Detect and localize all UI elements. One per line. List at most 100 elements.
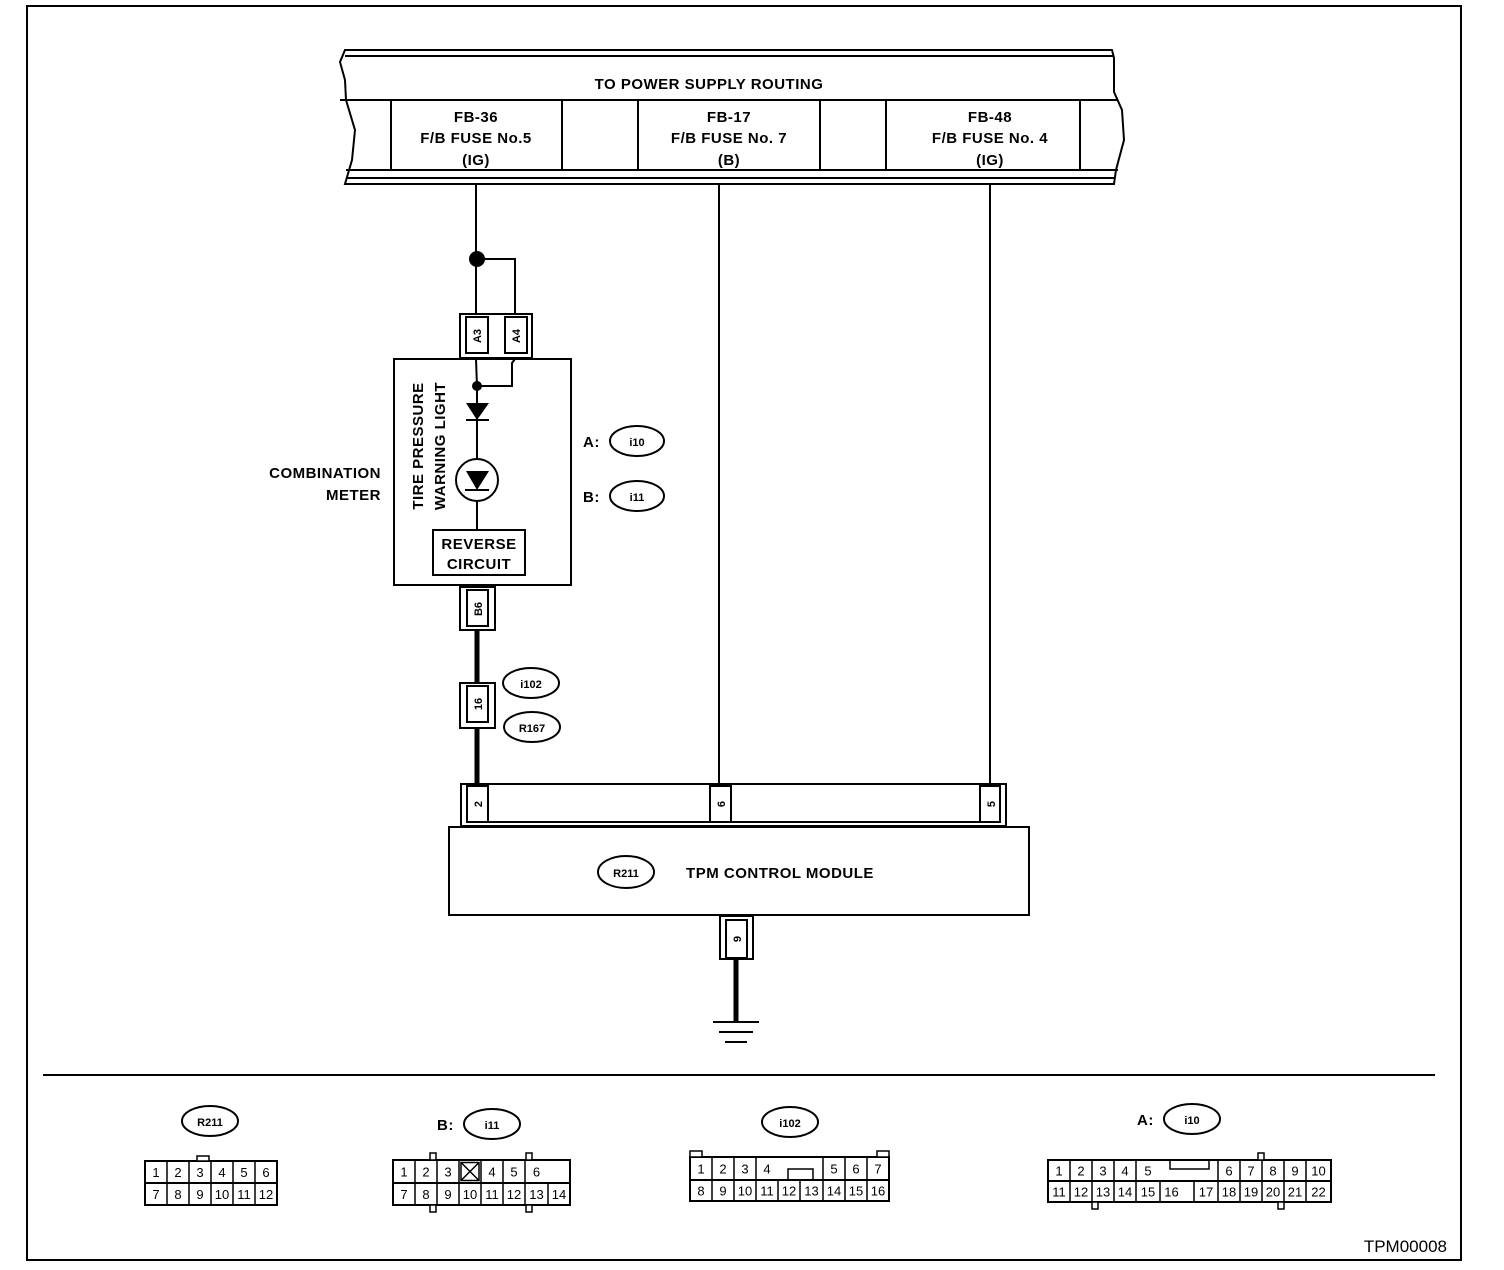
pin-5: 5: [986, 801, 998, 807]
connector-pin-number: 6: [262, 1165, 269, 1180]
connector-pin-number: 14: [827, 1184, 841, 1199]
connector-pin-number: 12: [782, 1184, 796, 1199]
key-tab: [1169, 1160, 1210, 1170]
pin-16: 16: [473, 698, 485, 710]
connector-pin-number: 13: [1096, 1185, 1110, 1200]
wire-ig-fuse5: [469, 184, 516, 317]
combination-meter-label-1: COMBINATION: [269, 465, 381, 482]
pin-9: 9: [732, 936, 744, 942]
connector-pin-number: 11: [760, 1184, 774, 1199]
connector-pin-number: 8: [174, 1187, 181, 1202]
pin-a4: A4: [511, 328, 523, 343]
connector-pin-number: 5: [830, 1162, 837, 1177]
connector-pin-number: 10: [215, 1187, 229, 1202]
combination-meter: REVERSE CIRCUIT TIRE PRESSURE WARNING LI…: [269, 358, 665, 586]
connector-pin-number: 4: [218, 1165, 225, 1180]
connector-pin-number: 9: [1291, 1164, 1298, 1179]
connector-b6: B6: [459, 586, 496, 631]
connector-pin-number: 20: [1266, 1185, 1280, 1200]
connector-pin-number: 10: [738, 1184, 752, 1199]
pin-2: 2: [473, 801, 485, 807]
connector-pin-number: 11: [1052, 1185, 1066, 1200]
fuse-2-id: FB-17: [707, 109, 751, 126]
connector-r211-label: R211: [613, 868, 639, 880]
ground-connector: 9: [719, 915, 754, 960]
warning-light-label-2: WARNING LIGHT: [432, 382, 449, 510]
connector-pin-number: 17: [1199, 1185, 1213, 1200]
connector-i10-label: i10: [629, 437, 644, 449]
connector-pin-number: 5: [510, 1165, 517, 1180]
power-supply-block: TO POWER SUPPLY ROUTING FB-36 F/B FUSE N…: [338, 49, 1126, 185]
fuse-1-name: F/B FUSE No.5: [420, 130, 532, 147]
connector-pin-number: 3: [1099, 1164, 1106, 1179]
figure-code: TPM00008: [1364, 1237, 1447, 1256]
connector-pin-number: 3: [444, 1165, 451, 1180]
connector-r211-badge: [597, 855, 655, 889]
tpm-module-name: TPM CONTROL MODULE: [686, 865, 874, 882]
connector-view-i10-badge: [1163, 1103, 1221, 1135]
power-supply-title: TO POWER SUPPLY ROUTING: [595, 76, 824, 93]
connector-pin-number: 21: [1288, 1185, 1302, 1200]
fuse-1-mode: (IG): [462, 152, 490, 169]
connector-pin-number: 9: [444, 1187, 451, 1202]
connector-pin-number: 12: [1074, 1185, 1088, 1200]
connector-i102-label: i102: [520, 679, 541, 691]
key-tab: [787, 1168, 814, 1180]
connector-pin-number: 15: [1141, 1185, 1155, 1200]
connector-pin-number: 12: [259, 1187, 273, 1202]
connector-a3-a4: A3 A4: [459, 313, 533, 359]
reverse-circuit-line1: REVERSE: [441, 536, 516, 553]
connector-pin-number: 8: [1269, 1164, 1276, 1179]
connector-pin-number: 13: [804, 1184, 818, 1199]
connector-pin-number: 1: [400, 1165, 407, 1180]
connector-pin-number: 1: [1055, 1164, 1062, 1179]
tpm-control-module: R211 TPM CONTROL MODULE: [448, 826, 1030, 916]
connector-pin-number: 8: [697, 1184, 704, 1199]
connector-pin-number: 4: [1121, 1164, 1128, 1179]
joint-connector: 16 i102 R167: [459, 667, 561, 743]
connector-pin-number: 11: [237, 1187, 251, 1202]
connector-pin-number: 6: [1225, 1164, 1232, 1179]
connector-b-prefix: B:: [583, 489, 600, 506]
connector-pin-number: 18: [1222, 1185, 1236, 1200]
connector-pin-number: 13: [529, 1187, 543, 1202]
connector-view-i11-badge: [463, 1108, 521, 1140]
connector-pin-number: 19: [1244, 1185, 1258, 1200]
connector-pin-number: 10: [463, 1187, 477, 1202]
connector-i11-label: i11: [630, 492, 645, 504]
connector-view-i11-prefix: B:: [437, 1117, 454, 1134]
connector-pin-number: 3: [741, 1162, 748, 1177]
connector-pin-number: 1: [697, 1162, 704, 1177]
connector-i10-badge: [609, 425, 665, 457]
connector-pin-number: 11: [485, 1187, 499, 1202]
connector-pin-number: 7: [152, 1187, 159, 1202]
connector-pin-number: 8: [422, 1187, 429, 1202]
connector-view-i10-label: i10: [1184, 1115, 1199, 1127]
fuse-2-mode: (B): [718, 152, 740, 169]
connector-pin-number: 7: [1247, 1164, 1254, 1179]
connector-pin-number: 16: [871, 1184, 885, 1199]
tpm-connector-strip: 2 6 5: [460, 783, 1007, 827]
connector-view-i102-label: i102: [779, 1118, 800, 1130]
connector-a-prefix: A:: [583, 434, 600, 451]
connector-view-r211-badge: [181, 1105, 239, 1137]
fuse-1-id: FB-36: [454, 109, 498, 126]
fuse-2-name: F/B FUSE No. 7: [671, 130, 787, 147]
connector-view-i11-label: i11: [485, 1120, 500, 1132]
connector-pin-number: 14: [552, 1187, 566, 1202]
connector-pin-number: 15: [849, 1184, 863, 1199]
fuse-3-id: FB-48: [968, 109, 1012, 126]
connector-pin-number: 2: [422, 1165, 429, 1180]
connector-pin-number: 10: [1311, 1164, 1325, 1179]
connector-view-r211-label: R211: [197, 1117, 223, 1129]
connector-pin-number: 9: [719, 1184, 726, 1199]
connector-pin-number: 5: [240, 1165, 247, 1180]
